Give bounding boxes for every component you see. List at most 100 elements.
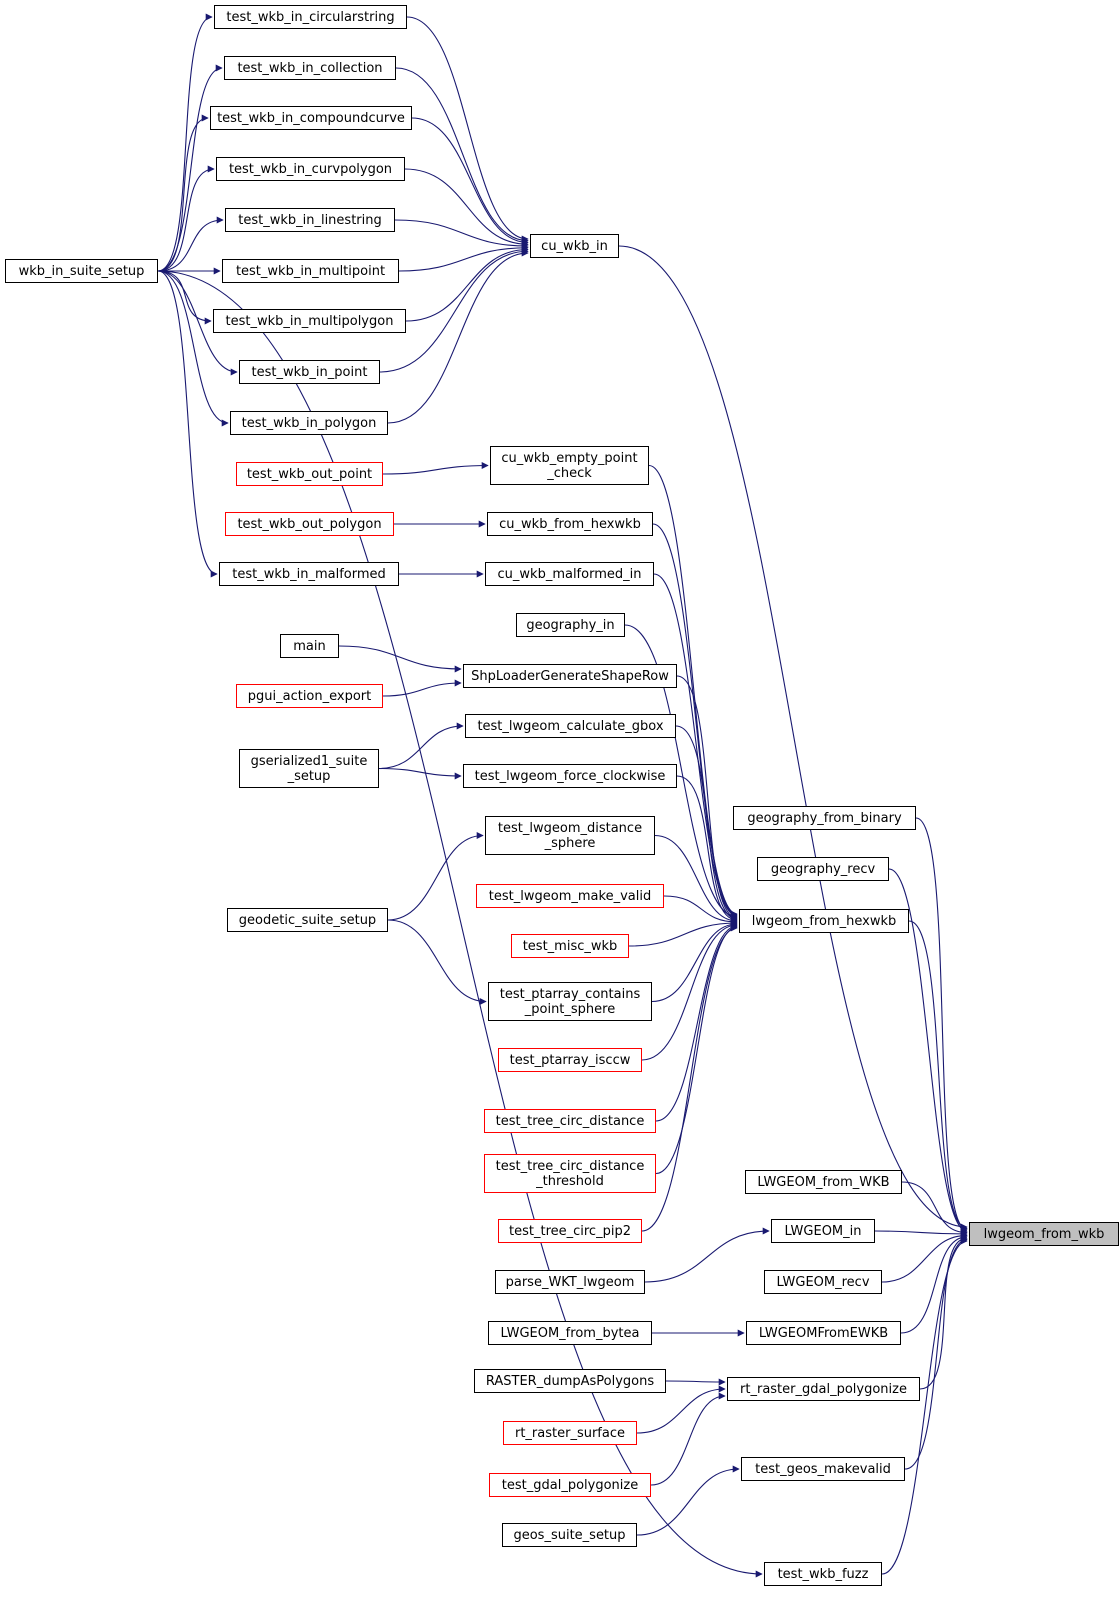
- node-cu-wkb-from-hexwkb[interactable]: cu_wkb_from_hexwkb: [487, 512, 653, 536]
- edge-geography-from-binary-to-lwgeom-from-wkb: [915, 817, 968, 1234]
- node-lwgeom-recv[interactable]: LWGEOM_recv: [764, 1270, 882, 1294]
- edge-wkb-in-suite-setup-to-test-wkb-in-compoundcurve: [157, 114, 209, 272]
- node-test-wkb-in-point[interactable]: test_wkb_in_point: [239, 360, 380, 384]
- edge-cu-wkb-in-to-lwgeom-from-wkb: [618, 245, 968, 1231]
- edge-wkb-in-suite-setup-to-test-wkb-in-curvpolygon: [157, 165, 215, 272]
- node-test-wkb-in-multipolygon[interactable]: test_wkb_in_multipolygon: [213, 309, 406, 333]
- edge-lwgeom-recv-to-lwgeom-from-wkb: [881, 1231, 968, 1283]
- node-cu-wkb-empty-point-check[interactable]: cu_wkb_empty_point _check: [490, 446, 649, 485]
- node-geos-suite-setup[interactable]: geos_suite_setup: [502, 1523, 637, 1547]
- node-parse-wkt-lwgeom[interactable]: parse_WKT_lwgeom: [495, 1270, 645, 1294]
- node-test-tree-circ-pip2[interactable]: test_tree_circ_pip2: [498, 1219, 642, 1243]
- edge-test-wkb-in-collection-to-cu-wkb-in: [395, 67, 529, 245]
- edge-geography-in-to-lwgeom-from-hexwkb: [624, 624, 738, 921]
- edge-test-wkb-in-curvpolygon-to-cu-wkb-in: [404, 168, 529, 248]
- node-lwgeom-from-wkb[interactable]: LWGEOM_from_WKB: [745, 1170, 902, 1194]
- node-test-gdal-polygonize[interactable]: test_gdal_polygonize: [489, 1473, 651, 1497]
- node-lwgeom-from-bytea[interactable]: LWGEOM_from_bytea: [488, 1321, 652, 1345]
- node-test-tree-circ-distance[interactable]: test_tree_circ_distance: [484, 1109, 656, 1133]
- node-test-lwgeom-distance-sphere[interactable]: test_lwgeom_distance _sphere: [485, 816, 655, 855]
- node-test-wkb-in-compoundcurve[interactable]: test_wkb_in_compoundcurve: [210, 106, 412, 130]
- edge-test-wkb-in-compoundcurve-to-cu-wkb-in: [411, 117, 529, 246]
- node-lwgeom-from-wkb[interactable]: lwgeom_from_wkb: [969, 1222, 1119, 1246]
- edge-wkb-in-suite-setup-to-test-wkb-in-collection: [157, 64, 223, 272]
- node-test-wkb-in-linestring[interactable]: test_wkb_in_linestring: [225, 208, 395, 232]
- node-test-geos-makevalid[interactable]: test_geos_makevalid: [741, 1457, 905, 1481]
- edge-raster-dump-as-polygons-to-rt-raster-gdal-polygonize: [665, 1378, 726, 1386]
- edge-geodetic-suite-setup-to-test-lwgeom-distance-sphere: [387, 832, 484, 921]
- edge-pgui-action-export-to-shp-loader-generate-shape-row: [382, 679, 462, 697]
- edge-test-lwgeom-force-clockwise-to-lwgeom-from-hexwkb: [676, 775, 738, 924]
- edge-cu-wkb-malformed-in-to-lwgeom-from-hexwkb: [653, 573, 738, 920]
- node-test-wkb-out-point[interactable]: test_wkb_out_point: [236, 462, 383, 486]
- node-test-ptarray-isccw[interactable]: test_ptarray_isccw: [498, 1048, 642, 1072]
- node-test-tree-circ-distance-threshold[interactable]: test_tree_circ_distance _threshold: [484, 1154, 656, 1193]
- node-gserialized1-suite-setup[interactable]: gserialized1_suite _setup: [239, 749, 379, 788]
- edge-test-wkb-out-point-to-cu-wkb-empty-point-check: [382, 462, 489, 475]
- node-test-wkb-out-polygon[interactable]: test_wkb_out_polygon: [225, 512, 394, 536]
- node-test-lwgeom-calculate-gbox[interactable]: test_lwgeom_calculate_gbox: [465, 714, 676, 738]
- edge-cu-wkb-from-hexwkb-to-lwgeom-from-hexwkb: [652, 523, 738, 919]
- node-geodetic-suite-setup[interactable]: geodetic_suite_setup: [227, 908, 388, 932]
- edge-main-to-shp-loader-generate-shape-row: [338, 645, 462, 673]
- node-test-wkb-in-polygon[interactable]: test_wkb_in_polygon: [230, 411, 388, 435]
- edge-geography-recv-to-lwgeom-from-wkb: [888, 868, 968, 1235]
- edge-rt-raster-gdal-polygonize-to-lwgeom-from-wkb: [919, 1234, 968, 1390]
- edge-test-misc-wkb-to-lwgeom-from-hexwkb: [628, 919, 738, 947]
- node-lwgeom-in[interactable]: LWGEOM_in: [771, 1219, 875, 1243]
- edge-test-ptarray-contains-point-sphere-to-lwgeom-from-hexwkb: [651, 920, 738, 1003]
- edge-test-wkb-in-circularstring-to-cu-wkb-in: [406, 16, 529, 243]
- edge-gserialized1-suite-setup-to-test-lwgeom-force-clockwise: [378, 767, 462, 780]
- node-rt-raster-gdal-polygonize[interactable]: rt_raster_gdal_polygonize: [727, 1377, 920, 1401]
- node-cu-wkb-malformed-in[interactable]: cu_wkb_malformed_in: [485, 562, 654, 586]
- node-test-wkb-in-circularstring[interactable]: test_wkb_in_circularstring: [214, 5, 407, 29]
- node-cu-wkb-in[interactable]: cu_wkb_in: [530, 234, 619, 258]
- edge-lwgeomfrom-ewkb-to-lwgeom-from-wkb: [900, 1233, 968, 1334]
- edge-parse-wkt-lwgeom-to-lwgeom-in: [644, 1227, 770, 1283]
- node-test-lwgeom-make-valid[interactable]: test_lwgeom_make_valid: [476, 884, 664, 908]
- node-test-wkb-in-curvpolygon[interactable]: test_wkb_in_curvpolygon: [216, 157, 405, 181]
- node-test-wkb-in-multipoint[interactable]: test_wkb_in_multipoint: [222, 259, 399, 283]
- edge-wkb-in-suite-setup-to-test-wkb-in-circularstring: [157, 13, 213, 272]
- edge-geos-suite-setup-to-test-geos-makevalid: [636, 1465, 740, 1536]
- node-geography-from-binary[interactable]: geography_from_binary: [733, 806, 916, 830]
- node-shp-loader-generate-shape-row[interactable]: ShpLoaderGenerateShapeRow: [463, 664, 677, 688]
- node-test-lwgeom-force-clockwise[interactable]: test_lwgeom_force_clockwise: [463, 764, 677, 788]
- edge-test-wkb-in-polygon-to-cu-wkb-in: [387, 249, 529, 424]
- node-test-misc-wkb[interactable]: test_misc_wkb: [511, 934, 629, 958]
- edge-test-lwgeom-distance-sphere-to-lwgeom-from-hexwkb: [654, 834, 738, 925]
- edge-test-ptarray-isccw-to-lwgeom-from-hexwkb: [641, 921, 738, 1061]
- edge-test-wkb-fuzz-to-lwgeom-from-wkb: [881, 1237, 968, 1575]
- node-rt-raster-surface[interactable]: rt_raster_surface: [503, 1421, 637, 1445]
- edge-lwgeom-in-to-lwgeom-from-wkb: [874, 1230, 968, 1238]
- node-wkb-in-suite-setup[interactable]: wkb_in_suite_setup: [5, 259, 158, 283]
- node-test-wkb-fuzz[interactable]: test_wkb_fuzz: [764, 1562, 882, 1586]
- edge-test-tree-circ-pip2-to-lwgeom-from-hexwkb: [641, 924, 738, 1232]
- node-geography-in[interactable]: geography_in: [516, 613, 625, 637]
- edge-test-lwgeom-calculate-gbox-to-lwgeom-from-hexwkb: [675, 725, 738, 923]
- node-main[interactable]: main: [280, 634, 339, 658]
- edge-wkb-in-suite-setup-to-test-wkb-in-malformed: [157, 270, 218, 578]
- edge-wkb-in-suite-setup-to-test-wkb-in-polygon: [157, 270, 229, 427]
- edge-test-geos-makevalid-to-lwgeom-from-wkb: [904, 1236, 968, 1470]
- node-test-wkb-in-collection[interactable]: test_wkb_in_collection: [224, 56, 396, 80]
- node-pgui-action-export[interactable]: pgui_action_export: [236, 684, 383, 708]
- edge-lwgeom-from-hexwkb-to-lwgeom-from-wkb: [908, 920, 968, 1232]
- edge-gserialized1-suite-setup-to-test-lwgeom-calculate-gbox: [378, 722, 464, 770]
- edge-wkb-in-suite-setup-to-test-wkb-in-multipolygon: [157, 270, 212, 325]
- edge-test-wkb-in-multipolygon-to-cu-wkb-in: [405, 246, 529, 322]
- edge-test-gdal-polygonize-to-rt-raster-gdal-polygonize: [650, 1392, 726, 1486]
- edge-rt-raster-surface-to-rt-raster-gdal-polygonize: [636, 1385, 726, 1434]
- node-lwgeomfrom-ewkb[interactable]: LWGEOMFromEWKB: [746, 1321, 901, 1345]
- edge-test-wkb-in-linestring-to-cu-wkb-in: [394, 219, 529, 250]
- node-test-ptarray-contains-point-sphere[interactable]: test_ptarray_contains _point_sphere: [488, 982, 652, 1021]
- node-raster-dump-as-polygons[interactable]: RASTER_dumpAsPolygons: [474, 1369, 666, 1393]
- edge-test-lwgeom-make-valid-to-lwgeom-from-hexwkb: [663, 895, 738, 926]
- edge-test-tree-circ-distance-to-lwgeom-from-hexwkb: [655, 922, 738, 1122]
- node-test-wkb-in-malformed[interactable]: test_wkb_in_malformed: [219, 562, 399, 586]
- edge-test-tree-circ-distance-threshold-to-lwgeom-from-hexwkb: [655, 923, 738, 1175]
- node-geography-recv[interactable]: geography_recv: [757, 857, 889, 881]
- node-lwgeom-from-hexwkb[interactable]: lwgeom_from_hexwkb: [739, 909, 909, 933]
